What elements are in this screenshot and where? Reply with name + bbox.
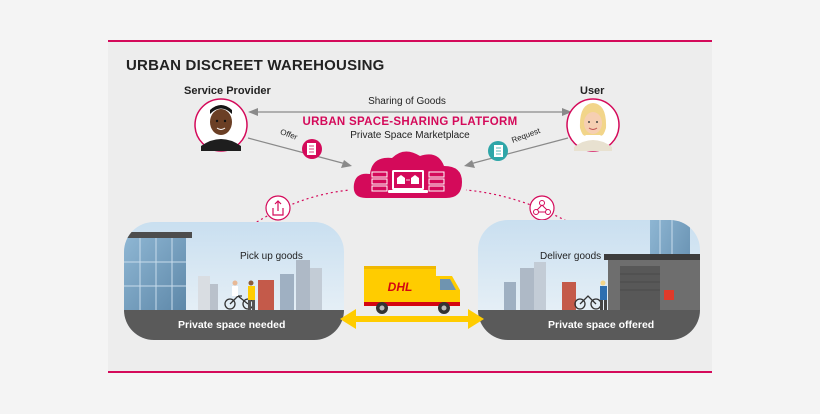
request-document-icon xyxy=(488,141,508,161)
user-label: User xyxy=(580,85,605,97)
network-icon xyxy=(529,195,555,221)
top-accent-line xyxy=(108,40,712,42)
service-provider-label: Service Provider xyxy=(184,85,271,97)
offer-document-icon xyxy=(302,139,322,159)
sharing-arrow xyxy=(248,108,572,116)
platform-subtitle: Private Space Marketplace xyxy=(350,130,470,141)
transport-arrow xyxy=(340,309,484,329)
page-title: URBAN DISCREET WAREHOUSING xyxy=(126,57,385,74)
platform-name: URBAN SPACE-SHARING PLATFORM xyxy=(302,116,518,128)
sharing-label: Sharing of Goods xyxy=(368,96,446,107)
offer-arrow xyxy=(247,137,352,168)
deliver-label: Deliver goods xyxy=(540,251,602,262)
truck-logo: DHL xyxy=(388,280,413,294)
pickup-label: Pick up goods xyxy=(240,251,303,262)
space-offered-caption: Private space offered xyxy=(548,319,655,331)
request-arrow xyxy=(464,137,569,168)
cloud-platform-icon xyxy=(353,151,462,198)
right-city-scene xyxy=(478,220,700,340)
space-needed-caption: Private space needed xyxy=(178,319,286,331)
left-dotted-connector xyxy=(235,189,351,237)
left-city-scene xyxy=(124,222,344,340)
bottom-accent-line xyxy=(108,371,712,373)
user-avatar xyxy=(566,98,620,152)
service-provider-avatar xyxy=(194,98,248,152)
upload-icon xyxy=(265,195,291,221)
delivery-truck: DHL xyxy=(364,266,460,314)
